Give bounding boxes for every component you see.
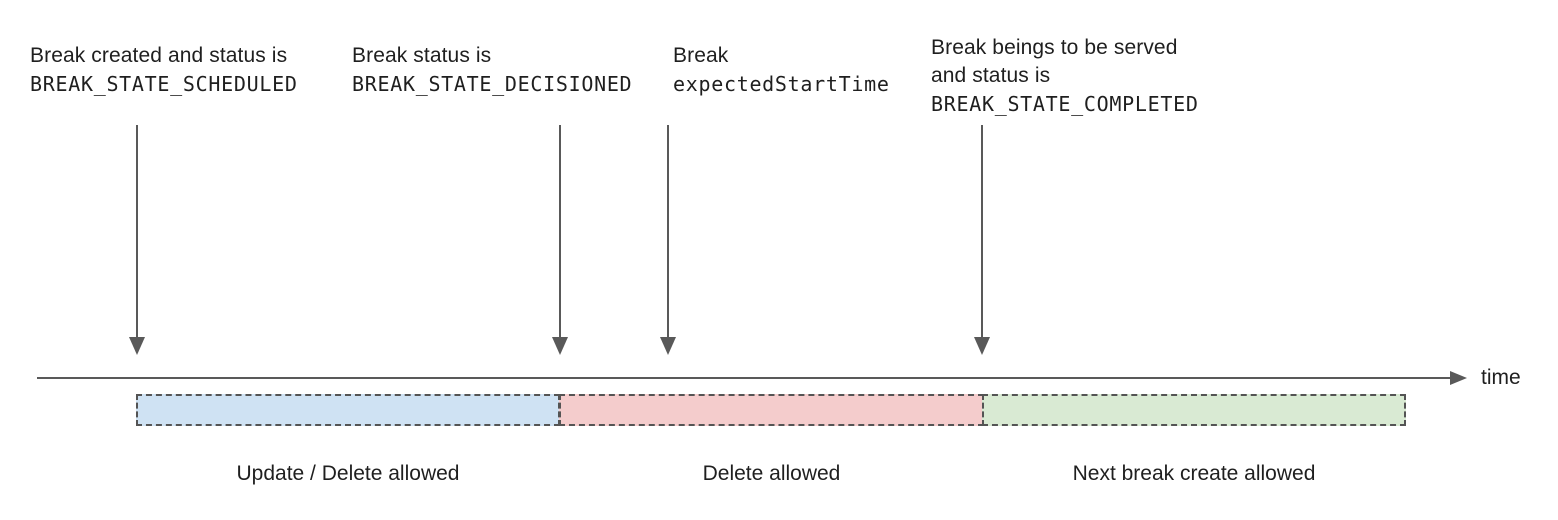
annotation-state-code: BREAK_STATE_DECISIONED — [352, 72, 633, 96]
annotation-text: Break beings to be served — [931, 36, 1178, 59]
annotation-break-scheduled: Break created and status is BREAK_STATE_… — [30, 42, 298, 98]
segment-label-next-break-create: Next break create allowed — [1072, 462, 1316, 485]
timeline-arrowhead-icon — [1450, 371, 1467, 385]
timeline-axis — [37, 377, 1451, 379]
annotation-break-decisioned: Break status is BREAK_STATE_DECISIONED — [352, 42, 632, 98]
annotation-state-code: expectedStartTime — [673, 72, 890, 96]
arrow-shaft — [667, 125, 669, 339]
annotation-state-code: BREAK_STATE_COMPLETED — [931, 92, 1199, 116]
annotation-expected-start-time: Break expectedStartTime — [673, 42, 890, 98]
annotation-text: Break status is — [352, 44, 492, 67]
arrow-head-icon — [660, 337, 676, 355]
arrow-head-icon — [552, 337, 568, 355]
segment-next-break-create-allowed — [982, 394, 1406, 426]
annotation-state-code: BREAK_STATE_SCHEDULED — [30, 72, 298, 96]
segment-update-delete-allowed — [136, 394, 560, 426]
arrow-head-icon — [974, 337, 990, 355]
segment-label-delete: Delete allowed — [702, 462, 841, 485]
annotation-text: Break — [673, 44, 729, 67]
annotation-break-completed: Break beings to be served and status is … — [931, 34, 1199, 118]
arrow-head-icon — [129, 337, 145, 355]
arrow-shaft — [559, 125, 561, 339]
segment-delete-allowed — [559, 394, 984, 426]
arrow-shaft — [981, 125, 983, 339]
annotation-text-line2: and status is — [931, 64, 1051, 87]
segment-label-update-delete: Update / Delete allowed — [236, 462, 460, 485]
arrow-shaft — [136, 125, 138, 339]
timeline-axis-label: time — [1481, 366, 1521, 389]
annotation-text: Break created and status is — [30, 44, 288, 67]
